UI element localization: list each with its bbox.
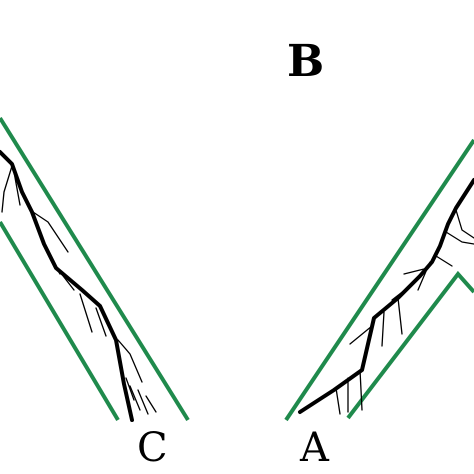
right-crack-branch <box>381 311 385 347</box>
right-crack-branch <box>335 387 341 415</box>
left-crack <box>0 150 157 422</box>
right-crack-branch <box>403 267 429 275</box>
left-crack-branch <box>129 385 141 411</box>
right-crack-branch <box>455 209 474 239</box>
left-crack-branch <box>79 293 93 333</box>
right-crack-branch <box>391 285 411 301</box>
left-crack-branch <box>145 395 157 413</box>
label-a: A <box>300 425 329 471</box>
left-crack-branch <box>117 339 143 383</box>
left-crack-branch <box>137 389 149 415</box>
left-band-outer-boundary <box>0 116 190 422</box>
left-crack-main-path <box>0 150 134 422</box>
left-band <box>0 116 190 422</box>
left-crack-branch <box>59 271 75 291</box>
left-band-inner-boundary <box>0 220 120 422</box>
right-crack-branch <box>445 231 474 245</box>
right-crack-main-path <box>298 178 474 414</box>
left-crack-branch <box>45 249 61 275</box>
label-c: C <box>137 425 168 471</box>
left-crack-branch <box>29 209 69 253</box>
right-crack-branch <box>397 297 403 335</box>
left-crack-branch <box>95 307 107 337</box>
right-crack-branch <box>359 369 363 411</box>
right-crack <box>298 178 474 415</box>
right-crack-branch <box>349 325 373 345</box>
left-crack-branch <box>13 171 21 206</box>
right-band-outer-boundary <box>284 138 474 422</box>
right-crack-branch <box>417 261 431 291</box>
left-crack-branch <box>1 165 13 213</box>
left-crack-branch <box>125 377 135 401</box>
right-crack-branch <box>435 255 453 267</box>
label-b: B <box>287 36 325 87</box>
right-band <box>284 138 474 422</box>
right-band-inner-boundary <box>346 270 474 420</box>
